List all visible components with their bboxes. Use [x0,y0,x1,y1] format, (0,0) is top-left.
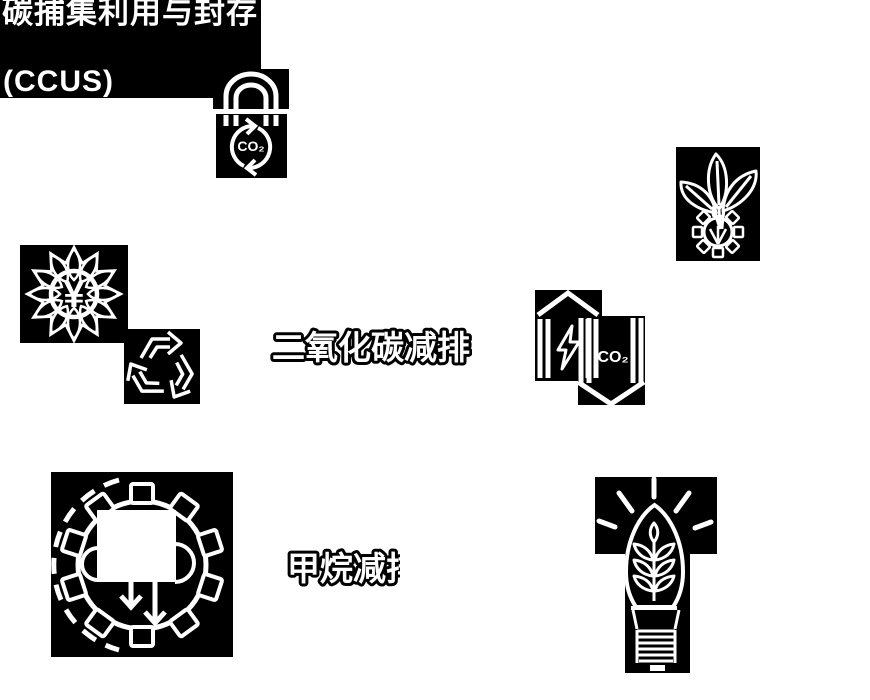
padlock-co2-svg: CO₂ [213,69,289,178]
ccus-title: 碳捕集利用与封存 [2,0,258,30]
down-arrow [576,318,646,408]
lotus-yuan-icon: ¥ [20,245,128,343]
dashed-arc [51,477,120,653]
recycle-arrows-svg [124,329,200,404]
base-tip [650,665,665,671]
screw-threads [637,629,675,663]
bulb-plant [632,521,676,601]
sprout-leaves [679,152,758,230]
lotus-mandala [24,245,124,343]
co2-cycle-arrows [229,117,273,177]
yuan-symbol: ¥ [63,274,84,316]
padlock-co2-label: CO₂ [237,138,264,154]
gear-cloud-svg [51,472,233,657]
cloud-left-arc [80,546,99,582]
energy-swap-svg: CO₂ [535,290,646,408]
gear-cloud-capture-icon [51,472,233,657]
eco-lightbulb-icon [595,477,717,677]
sprout-gear-svg [676,147,760,261]
co2-reduction-text: 二氧化碳减排 [272,329,470,366]
energy-up-co2-down-icon: CO₂ [535,290,646,409]
padlock-co2-cycle-icon: CO₂ [213,69,289,179]
sprout-gear-icon [676,147,760,261]
gear-teeth [60,482,224,648]
lotus-yuan-svg: ¥ [20,245,128,343]
cloud-right-arc [174,542,196,584]
ccus-subtitle: (CCUS) [3,65,114,98]
light-rays [596,477,714,531]
cloud-body [97,510,176,582]
eco-lightbulb-svg [595,477,717,673]
bulb-glass [623,502,686,609]
bulb-base [631,606,681,671]
padlock-shackle [223,71,279,126]
methane-reduction-label: 甲烷减排 [284,547,400,589]
recycle-arrows-icon [124,329,200,404]
lightning-bolt [556,324,581,371]
down-arrow-co2-label: CO₂ [597,349,628,366]
methane-reduction-text: 甲烷减排 [287,550,400,587]
lotus-plate [20,245,128,343]
capture-down-arrows [119,582,167,627]
co2-reduction-label: 二氧化碳减排 [269,326,472,368]
ccus-title-block: 碳捕集利用与封存 (CCUS) [0,0,261,98]
